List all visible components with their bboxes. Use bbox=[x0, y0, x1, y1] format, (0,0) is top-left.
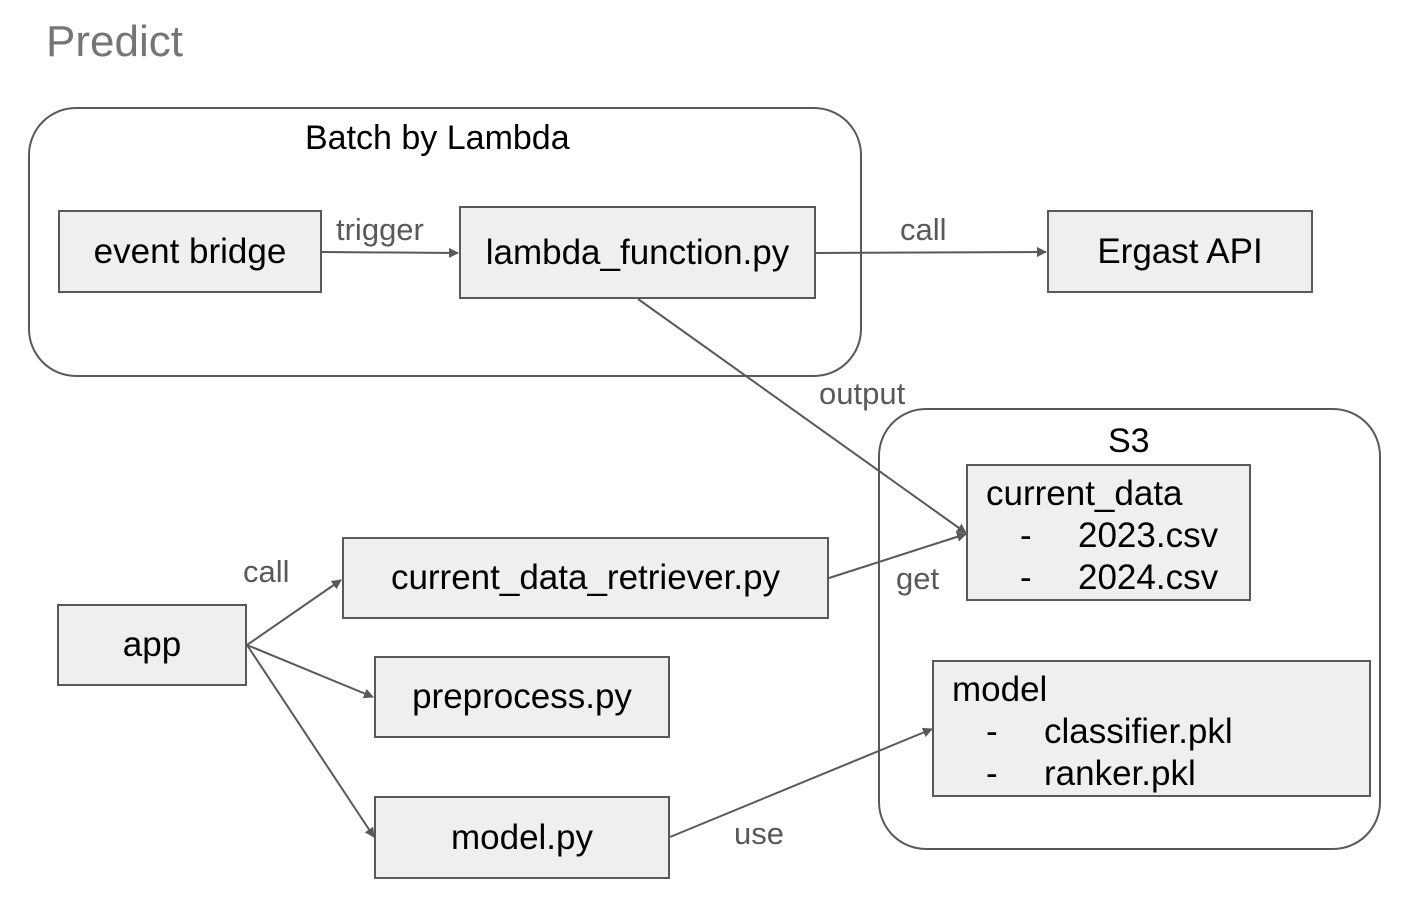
lambda-function-label: lambda_function.py bbox=[485, 232, 790, 272]
edge-call-api bbox=[815, 247, 1047, 258]
bullet-dash: - bbox=[1020, 516, 1032, 555]
model-py-node: model.py bbox=[374, 796, 670, 879]
app-node: app bbox=[57, 604, 247, 686]
edge-use bbox=[669, 727, 933, 838]
edge-label-get: get bbox=[896, 561, 940, 596]
current-data-retriever-node: current_data_retriever.py bbox=[342, 537, 829, 619]
bullet-dash: - bbox=[1020, 558, 1032, 597]
event-bridge-node: event bridge bbox=[58, 210, 322, 293]
lambda-function-node: lambda_function.py bbox=[459, 206, 816, 299]
s3-container bbox=[878, 408, 1381, 850]
edge-label-trigger: trigger bbox=[336, 212, 424, 247]
file-ranker-pkl: ranker.pkl bbox=[1044, 754, 1196, 793]
event-bridge-label: event bridge bbox=[93, 231, 287, 271]
edge-output bbox=[637, 298, 967, 534]
edge-app-preprocess bbox=[246, 644, 374, 699]
edge-call-retriever bbox=[246, 579, 342, 646]
preprocess-node: preprocess.py bbox=[374, 656, 670, 738]
edge-get bbox=[828, 531, 967, 579]
edge-app-model bbox=[246, 644, 375, 838]
edge-label-use: use bbox=[734, 816, 784, 851]
current-data-retriever-label: current_data_retriever.py bbox=[390, 558, 781, 597]
model-py-label: model.py bbox=[450, 817, 594, 857]
file-classifier-pkl: classifier.pkl bbox=[1044, 712, 1233, 751]
file-2023-csv: 2023.csv bbox=[1078, 516, 1219, 555]
app-label: app bbox=[122, 625, 182, 664]
model-store-item: - classifier.pkl bbox=[986, 714, 1233, 749]
bullet-dash: - bbox=[986, 754, 998, 793]
batch-container bbox=[28, 107, 862, 377]
batch-container-label: Batch by Lambda bbox=[305, 119, 570, 157]
bullet-dash: - bbox=[986, 712, 998, 751]
edge-label-call-retriever: call bbox=[243, 554, 290, 589]
edge-label-output: output bbox=[819, 376, 906, 411]
diagram-title: Predict bbox=[46, 17, 183, 66]
current-data-store: current_data - 2023.csv - 2024.csv bbox=[966, 464, 1251, 601]
current-data-item: - 2023.csv bbox=[1020, 518, 1218, 553]
model-store-title: model bbox=[952, 670, 1048, 709]
edge-trigger bbox=[321, 247, 459, 258]
edge-label-call-api: call bbox=[900, 212, 947, 247]
current-data-item: - 2024.csv bbox=[1020, 560, 1218, 595]
file-2024-csv: 2024.csv bbox=[1078, 558, 1219, 597]
model-store-item: - ranker.pkl bbox=[986, 756, 1196, 791]
ergast-api-label: Ergast API bbox=[1097, 231, 1263, 271]
s3-container-label: S3 bbox=[1108, 422, 1150, 460]
model-store: model - classifier.pkl - ranker.pkl bbox=[932, 660, 1371, 797]
preprocess-label: preprocess.py bbox=[412, 677, 632, 716]
current-data-title: current_data bbox=[986, 474, 1183, 513]
ergast-api-node: Ergast API bbox=[1047, 210, 1313, 293]
